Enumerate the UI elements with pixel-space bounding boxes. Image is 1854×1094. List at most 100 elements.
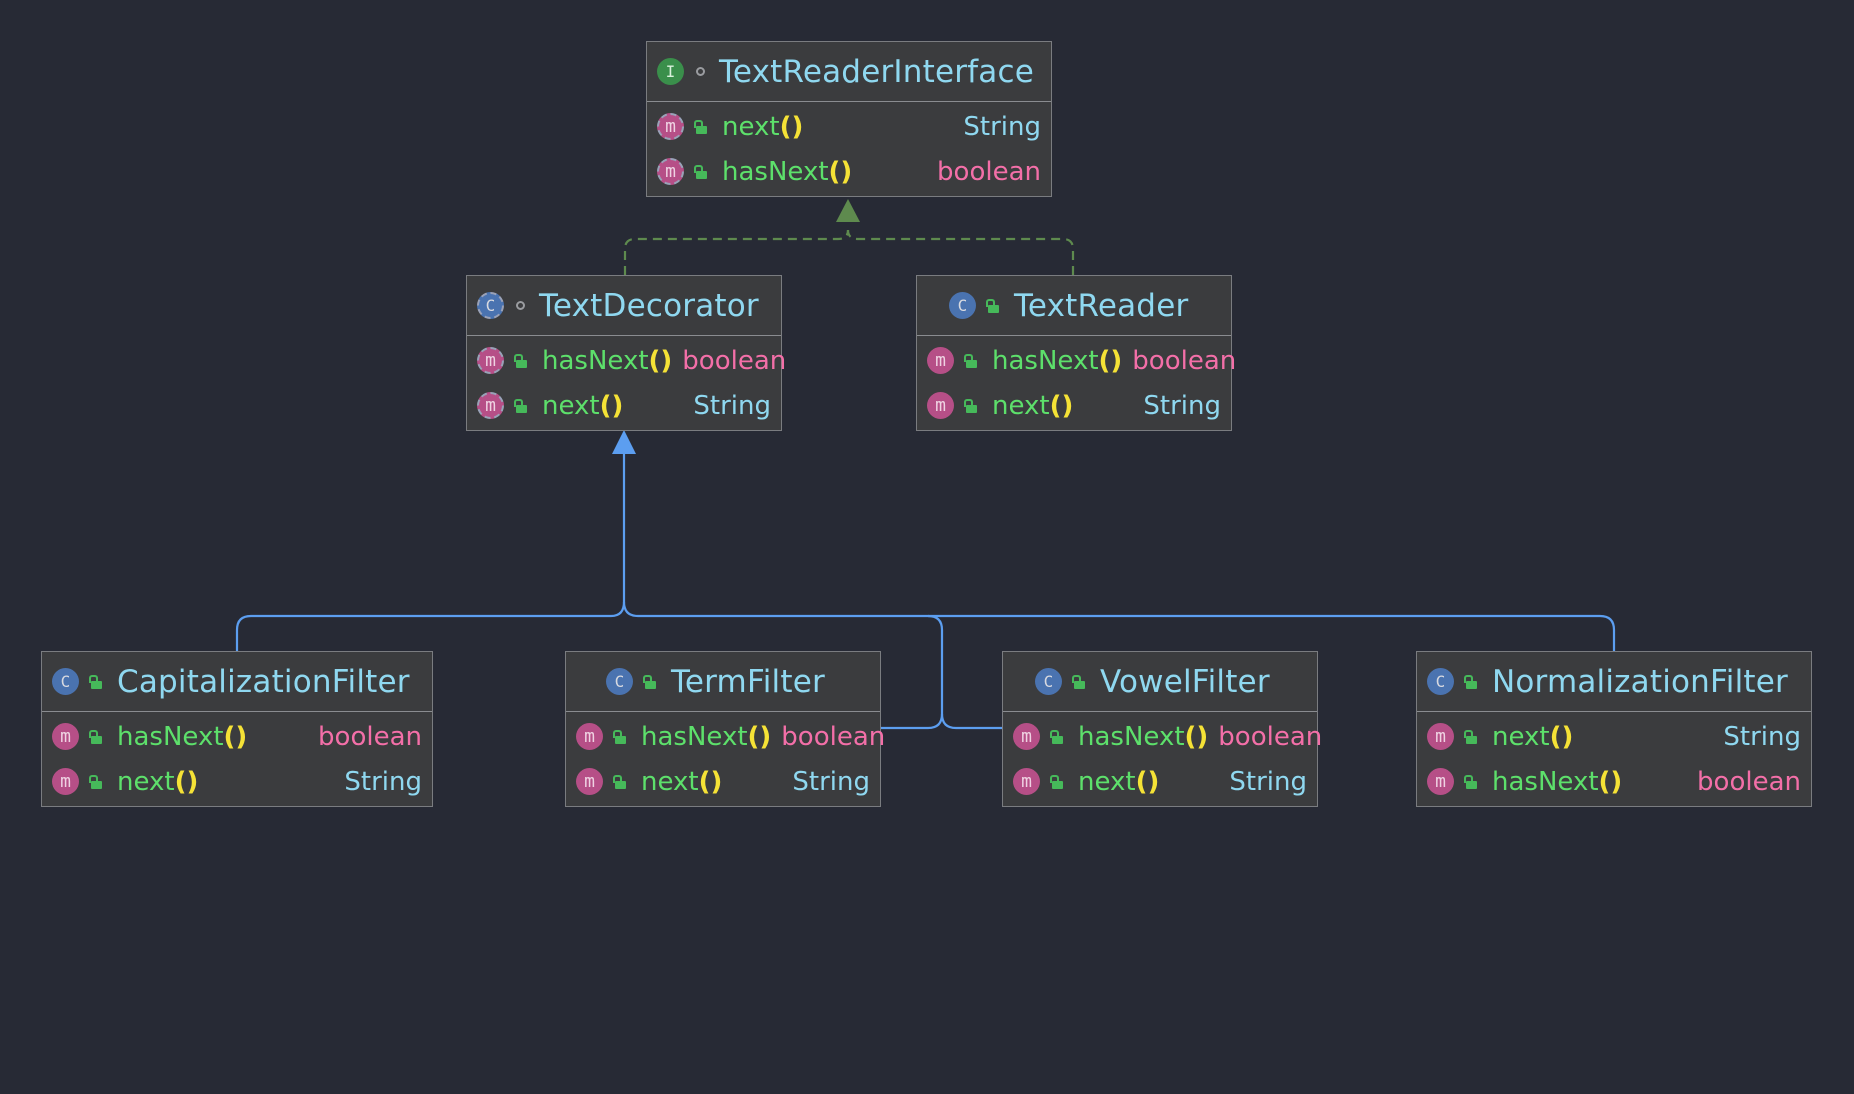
- node-title: TermFilter: [671, 663, 825, 700]
- method-parens: (): [1549, 721, 1574, 752]
- method-icon: m: [1427, 768, 1454, 795]
- return-type: String: [344, 766, 422, 797]
- class-icon: C: [1035, 668, 1062, 695]
- public-lock-icon: [986, 298, 1000, 313]
- public-lock-icon: [89, 729, 103, 744]
- realization-edge-textreader: [846, 229, 1075, 275]
- node-normalizationfilter[interactable]: C NormalizationFilter m next() String m …: [1416, 651, 1812, 807]
- node-textreaderinterface[interactable]: I TextReaderInterface m next() String m …: [646, 41, 1052, 197]
- method-parens: (): [1184, 721, 1209, 752]
- node-title: CapitalizationFilter: [117, 663, 410, 700]
- node-header: C TextDecorator: [467, 276, 781, 336]
- public-lock-icon: [643, 674, 657, 689]
- node-capitalizationfilter[interactable]: C CapitalizationFilter m hasNext() boole…: [41, 651, 433, 807]
- public-lock-icon: [1464, 774, 1478, 789]
- method-parens: (): [1098, 345, 1123, 376]
- public-lock-icon: [694, 164, 708, 179]
- return-type: String: [1229, 766, 1307, 797]
- method-row[interactable]: m next() String: [467, 383, 781, 428]
- node-termfilter[interactable]: C TermFilter m hasNext() boolean m next(…: [565, 651, 885, 807]
- interface-icon: I: [657, 58, 684, 85]
- method-name: next: [1492, 721, 1550, 752]
- public-lock-icon: [1464, 729, 1478, 744]
- public-lock-icon: [1072, 674, 1086, 689]
- method-name: next: [1078, 766, 1136, 797]
- public-lock-icon: [613, 774, 627, 789]
- abstract-method-icon: m: [477, 392, 504, 419]
- node-header: C TextReader: [917, 276, 1231, 336]
- method-name: hasNext: [117, 721, 224, 752]
- inheritance-edge-capitalizationfilter: [235, 452, 626, 651]
- method-icon: m: [927, 392, 954, 419]
- node-header: C NormalizationFilter: [1417, 652, 1811, 712]
- abstract-method-icon: m: [657, 158, 684, 185]
- inheritance-edge-normalizationfilter: [622, 601, 1616, 651]
- return-type: boolean: [1697, 766, 1801, 797]
- method-row[interactable]: m hasNext() boolean: [647, 149, 1051, 194]
- method-parens: (): [1135, 766, 1160, 797]
- method-parens: (): [599, 390, 624, 421]
- method-parens: (): [174, 766, 199, 797]
- node-header: C VowelFilter: [1003, 652, 1317, 712]
- node-textreader[interactable]: C TextReader m hasNext() boolean m next(…: [916, 275, 1236, 431]
- method-row[interactable]: m hasNext() boolean: [467, 338, 786, 383]
- method-name: next: [117, 766, 175, 797]
- method-row[interactable]: m next() String: [1003, 759, 1317, 804]
- method-icon: m: [1427, 723, 1454, 750]
- class-icon: C: [606, 668, 633, 695]
- method-row[interactable]: m next() String: [1417, 714, 1811, 759]
- method-icon: m: [927, 347, 954, 374]
- public-lock-icon: [964, 398, 978, 413]
- node-vowelfilter[interactable]: C VowelFilter m hasNext() boolean m next…: [1002, 651, 1322, 807]
- node-title: NormalizationFilter: [1492, 663, 1788, 700]
- return-type: String: [1143, 390, 1221, 421]
- public-lock-icon: [89, 674, 103, 689]
- method-row[interactable]: m hasNext() boolean: [917, 338, 1236, 383]
- method-parens: (): [828, 156, 853, 187]
- method-name: hasNext: [722, 156, 829, 187]
- method-parens: (): [698, 766, 723, 797]
- return-type: String: [693, 390, 771, 421]
- realization-edge-textdecorator: [623, 229, 850, 275]
- method-icon: m: [1013, 723, 1040, 750]
- public-lock-icon: [613, 729, 627, 744]
- return-type: boolean: [1132, 345, 1237, 376]
- return-type: boolean: [937, 156, 1041, 187]
- public-lock-icon: [1464, 674, 1478, 689]
- method-row[interactable]: m hasNext() boolean: [1003, 714, 1322, 759]
- method-parens: (): [648, 345, 673, 376]
- method-name: hasNext: [641, 721, 748, 752]
- abstract-method-icon: m: [657, 113, 684, 140]
- class-icon: C: [52, 668, 79, 695]
- abstract-method-icon: m: [477, 347, 504, 374]
- public-lock-icon: [514, 353, 528, 368]
- node-title: VowelFilter: [1100, 663, 1270, 700]
- package-private-dot-icon: [516, 301, 525, 310]
- method-icon: m: [576, 723, 603, 750]
- return-type: boolean: [682, 345, 787, 376]
- return-type: boolean: [1218, 721, 1323, 752]
- method-icon: m: [52, 768, 79, 795]
- method-row[interactable]: m next() String: [42, 759, 432, 804]
- public-lock-icon: [964, 353, 978, 368]
- method-row[interactable]: m hasNext() boolean: [566, 714, 885, 759]
- return-type: boolean: [781, 721, 886, 752]
- method-icon: m: [576, 768, 603, 795]
- node-textdecorator[interactable]: C TextDecorator m hasNext() boolean m ne…: [466, 275, 786, 431]
- method-parens: (): [1598, 766, 1623, 797]
- method-row[interactable]: m hasNext() boolean: [42, 714, 432, 759]
- return-type: String: [963, 111, 1041, 142]
- method-name: next: [722, 111, 780, 142]
- method-name: hasNext: [992, 345, 1099, 376]
- method-icon: m: [52, 723, 79, 750]
- method-row[interactable]: m next() String: [647, 104, 1051, 149]
- method-name: next: [992, 390, 1050, 421]
- method-row[interactable]: m hasNext() boolean: [1417, 759, 1811, 804]
- method-row[interactable]: m next() String: [566, 759, 880, 804]
- method-parens: (): [779, 111, 804, 142]
- method-name: next: [542, 390, 600, 421]
- method-row[interactable]: m next() String: [917, 383, 1231, 428]
- node-header: C CapitalizationFilter: [42, 652, 432, 712]
